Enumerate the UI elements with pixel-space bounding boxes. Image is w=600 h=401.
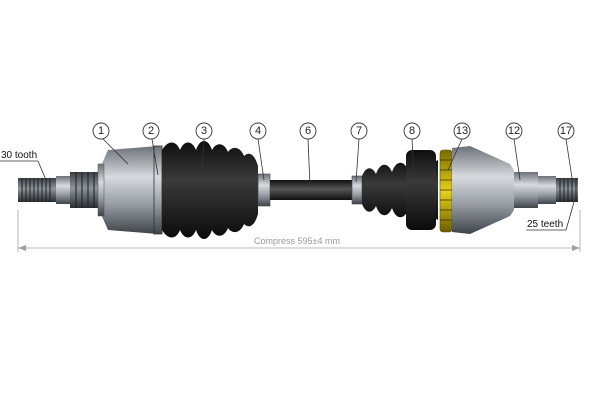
svg-text:6: 6 (305, 125, 311, 137)
callout-4: 4 (249, 122, 267, 140)
svg-text:17: 17 (560, 125, 572, 137)
callout-6: 6 (299, 122, 317, 140)
left-spline-teeth (21, 178, 51, 202)
inner-boot-clamp (351, 175, 363, 205)
left-spline-label: 30 tooth (1, 150, 37, 161)
right-spline-label: 25 teeth (527, 219, 563, 230)
shaft (270, 180, 352, 200)
abs-ring-teeth (440, 159, 452, 221)
callout-leaders (0, 138, 575, 231)
right-spline (556, 178, 578, 202)
svg-text:8: 8 (409, 125, 415, 137)
svg-text:2: 2 (148, 125, 154, 137)
svg-text:13: 13 (456, 125, 468, 137)
dimension-label: Compress 595±4 mm (254, 236, 340, 246)
callout-17: 17 (557, 122, 575, 140)
svg-text:4: 4 (255, 125, 261, 137)
inner-cv-housing (452, 146, 556, 234)
svg-text:3: 3 (201, 125, 207, 137)
outer-cv-housing (97, 145, 163, 235)
callout-13: 13 (453, 122, 471, 140)
dimension-line (17, 210, 581, 252)
callout-3: 3 (195, 122, 213, 140)
callout-8: 8 (403, 122, 421, 140)
outer-boot (162, 141, 258, 239)
callout-2: 2 (142, 122, 160, 140)
svg-text:7: 7 (356, 125, 362, 137)
left-spline (18, 172, 100, 208)
inner-boot (362, 150, 438, 230)
svg-text:1: 1 (98, 125, 104, 137)
callout-1: 1 (92, 122, 110, 140)
callout-12: 12 (505, 122, 523, 140)
svg-text:12: 12 (508, 125, 520, 137)
callout-7: 7 (350, 122, 368, 140)
